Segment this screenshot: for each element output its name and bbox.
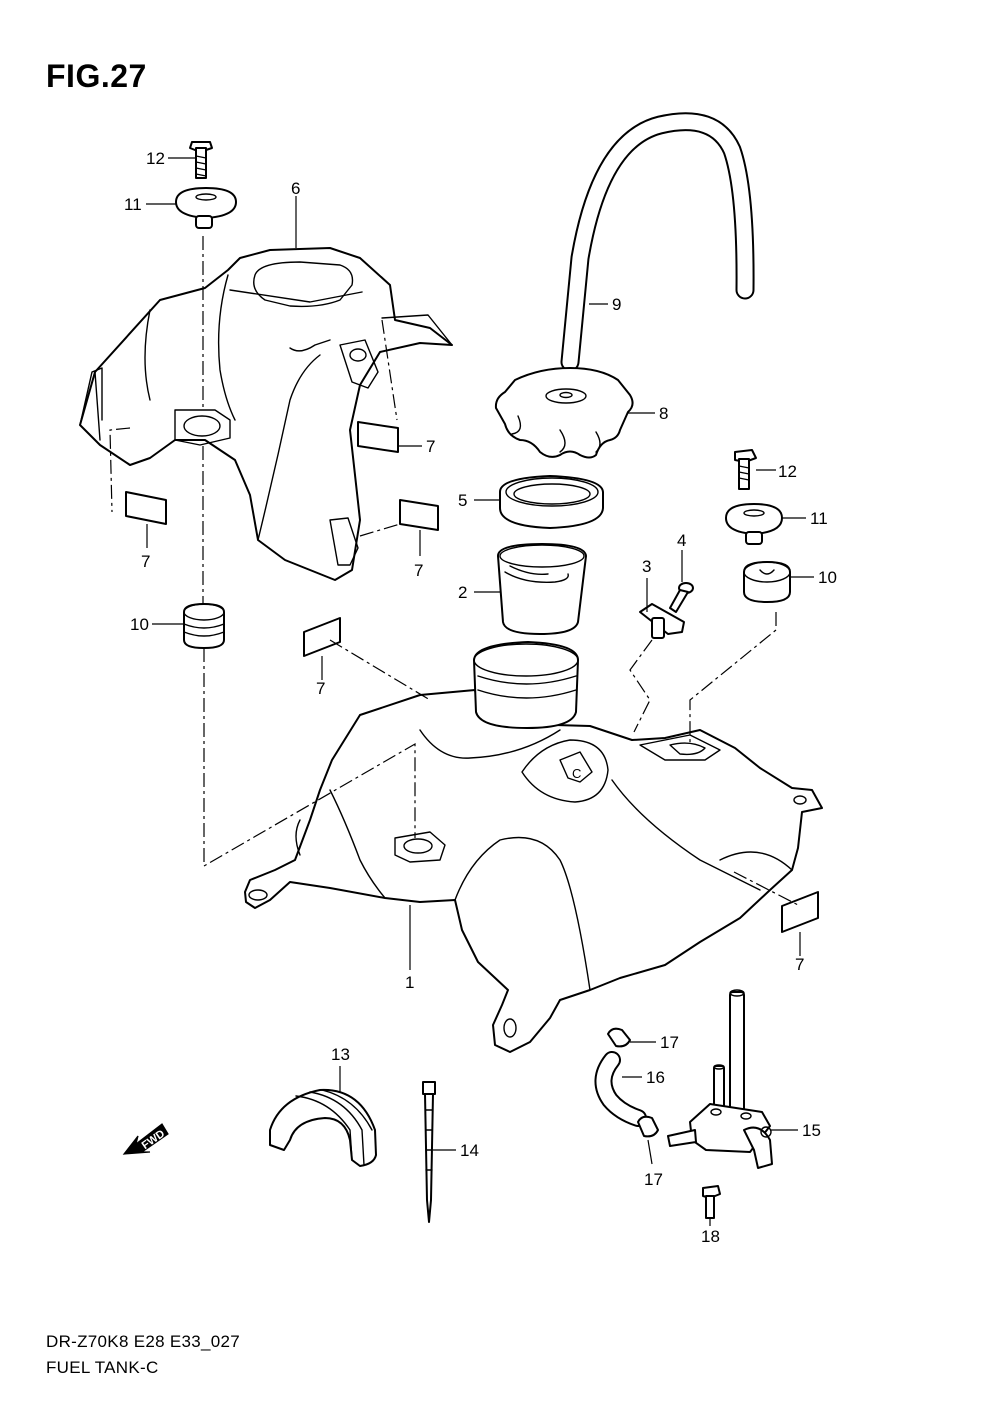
callout-17-upper: 17 <box>660 1033 679 1052</box>
callout-7-c: 7 <box>414 561 423 580</box>
callout-2: 2 <box>458 583 467 602</box>
cable-tie-part-14[interactable] <box>422 1081 436 1223</box>
bolt-part-12-upper[interactable] <box>189 141 213 179</box>
damper-part-11-right[interactable] <box>725 503 783 545</box>
leader-lines <box>146 157 814 1226</box>
bolt-part-12-right[interactable] <box>734 449 757 490</box>
callout-12-right: 12 <box>778 462 797 481</box>
callout-11-right: 11 <box>810 509 828 528</box>
callout-3: 3 <box>642 557 651 576</box>
svg-text:C: C <box>572 766 581 781</box>
callout-6: 6 <box>291 179 300 198</box>
screw-part-18[interactable] <box>702 1185 721 1219</box>
fuel-tank-part-1[interactable]: C <box>244 641 823 1053</box>
figure-title: FIG.27 <box>46 58 147 94</box>
callout-14: 14 <box>460 1141 479 1160</box>
callout-5: 5 <box>458 491 467 510</box>
callout-13: 13 <box>331 1045 350 1064</box>
callout-17-lower: 17 <box>644 1170 663 1189</box>
grommet-part-10-right[interactable] <box>743 561 791 603</box>
hose-clamp-part-17[interactable] <box>607 1027 659 1138</box>
screw-part-4[interactable] <box>669 582 694 613</box>
damper-part-11-upper[interactable] <box>175 187 237 229</box>
diagram-name: FUEL TANK-C <box>46 1358 159 1377</box>
assembly-dash-lines <box>109 236 801 907</box>
callout-7-e: 7 <box>795 955 804 974</box>
filler-ring-part-5[interactable] <box>499 475 604 529</box>
callout-16: 16 <box>646 1068 665 1087</box>
callout-10-left: 10 <box>130 615 149 634</box>
breather-hose-part-9[interactable] <box>560 112 755 372</box>
callout-1: 1 <box>405 973 414 992</box>
callout-8: 8 <box>659 404 668 423</box>
callout-7-a: 7 <box>426 437 435 456</box>
callout-11-upper: 11 <box>124 195 142 214</box>
filler-strainer-part-2[interactable] <box>497 543 587 635</box>
fuel-hose-part-16[interactable] <box>594 1051 647 1127</box>
bracket-part-3[interactable] <box>639 603 685 639</box>
callout-7-b: 7 <box>141 552 150 571</box>
callout-18: 18 <box>701 1227 720 1246</box>
callout-15: 15 <box>802 1121 821 1140</box>
label-pad-part-7[interactable] <box>125 421 819 933</box>
grommet-part-10-left[interactable] <box>183 603 225 649</box>
callout-10-right: 10 <box>818 568 837 587</box>
fuel-cap-part-8[interactable] <box>494 367 634 459</box>
callout-7-d: 7 <box>316 679 325 698</box>
callout-numbers: 12 11 6 7 7 7 10 7 9 8 5 2 3 4 12 11 10 … <box>124 149 837 1246</box>
fwd-arrow-icon: FWD <box>122 1123 169 1155</box>
callout-9: 9 <box>612 295 621 314</box>
fuel-cock-part-15[interactable] <box>667 989 773 1169</box>
diagram-code: DR-Z70K8 E28 E33_027 <box>46 1332 241 1351</box>
callout-12-upper: 12 <box>146 149 165 168</box>
callout-4: 4 <box>677 531 686 550</box>
tank-cover-part-6[interactable] <box>79 247 453 581</box>
cushion-part-13[interactable] <box>269 1088 377 1167</box>
